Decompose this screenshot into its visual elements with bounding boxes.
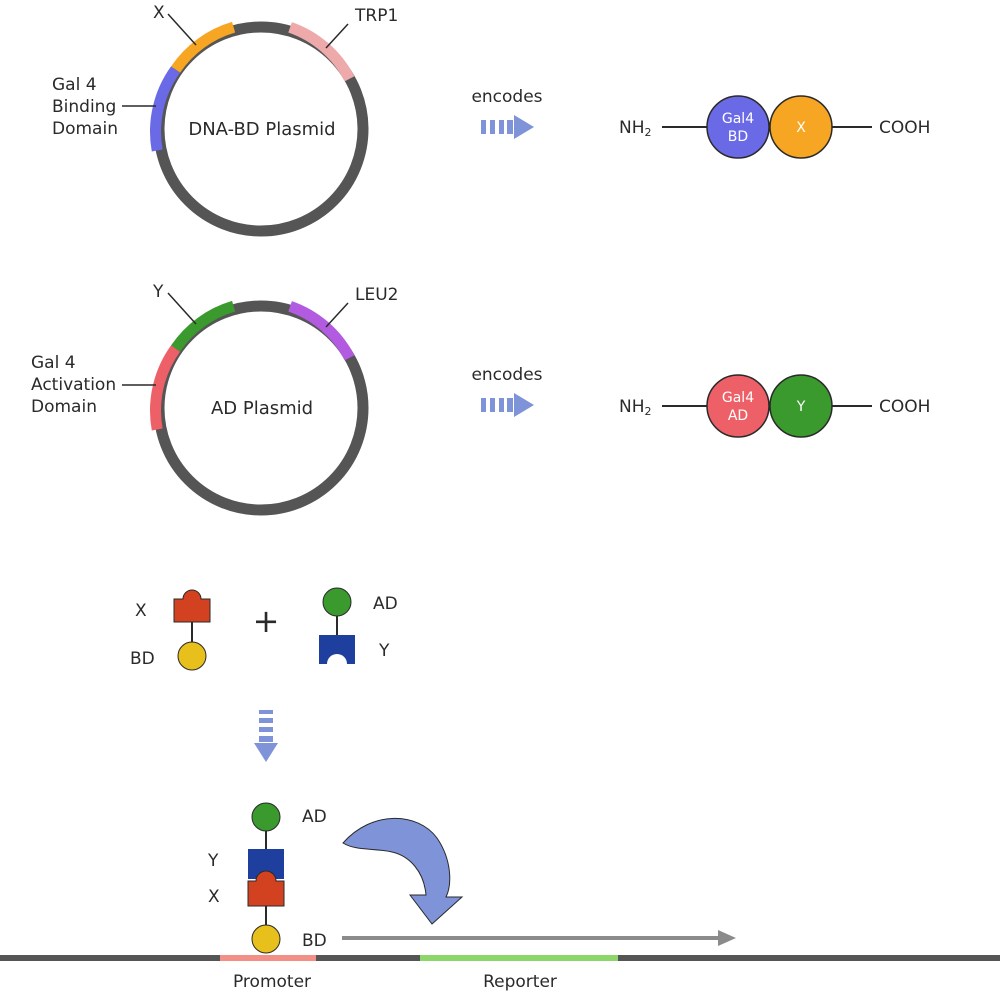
ad-circle <box>322 587 352 617</box>
plasmid2-ad-label-line1: Gal 4 <box>31 353 76 373</box>
plasmid1-x-label: X <box>153 3 165 23</box>
arrow-head <box>514 393 534 417</box>
x-domain <box>769 95 833 159</box>
protein1-c-terminus: COOH <box>879 118 930 138</box>
plasmid1-x-segment <box>171 21 236 73</box>
plasmid1-bd-label-line3: Domain <box>52 119 118 139</box>
complex-ad-label: AD <box>302 807 327 827</box>
complex-ad-circle <box>251 802 281 832</box>
encodes-arrow-2: encodes <box>471 365 543 417</box>
fusion-protein-bd-x: Gal4 BD X NH2 COOH <box>619 95 930 159</box>
gal4-bd-domain <box>706 95 770 159</box>
x-domain-text: X <box>796 120 806 136</box>
y-domain <box>769 374 833 438</box>
plasmid2-y-label: Y <box>152 282 164 302</box>
encodes-arrow-1: encodes <box>471 87 543 139</box>
plasmid1-trp1-segment <box>288 22 355 82</box>
promoter-segment <box>220 955 316 961</box>
transcription-arrow <box>342 930 736 946</box>
dash-3 <box>499 398 504 412</box>
reporter-segment <box>420 955 618 961</box>
plasmid1-bd-segment <box>150 66 181 152</box>
dna-bd-plasmid: X TRP1 Gal 4 Binding Domain DNA-BD Plasm… <box>52 3 398 237</box>
dash-2 <box>490 398 495 412</box>
dash-1 <box>259 710 273 714</box>
dash-1 <box>481 120 486 134</box>
activation-curved-arrow <box>342 817 464 925</box>
dash-4 <box>259 736 273 742</box>
complex-x-label: X <box>208 887 220 907</box>
ad-y-prey: AD Y <box>319 587 398 664</box>
plasmid2-ad-segment <box>150 345 181 431</box>
dash-4 <box>507 398 513 412</box>
dash-2 <box>490 120 495 134</box>
gal4-ad-domain <box>706 374 770 438</box>
plasmid1-x-leader <box>167 13 197 46</box>
plasmid2-y-leader <box>167 292 197 325</box>
plasmid2-name: AD Plasmid <box>211 398 313 419</box>
reporter-label: Reporter <box>483 972 557 992</box>
dash-2 <box>259 718 273 723</box>
plasmid2-y-segment <box>171 300 236 352</box>
bd-circle <box>177 641 207 671</box>
prey-y-label: Y <box>378 641 390 661</box>
bait-x-label: X <box>135 601 147 621</box>
bd-x-bait: X BD <box>130 589 211 671</box>
protein2-c-terminus: COOH <box>879 397 930 417</box>
dash-3 <box>499 120 504 134</box>
bait-bd-label: BD <box>130 649 155 669</box>
encodes-label-2: encodes <box>471 365 542 385</box>
dash-4 <box>507 120 513 134</box>
promoter-label: Promoter <box>233 972 311 992</box>
plasmid2-leu2-leader <box>325 302 349 328</box>
arrow-head <box>514 115 534 139</box>
y-domain-text: Y <box>796 399 806 415</box>
ad-plasmid: Y LEU2 Gal 4 Activation Domain AD Plasmi… <box>31 282 398 516</box>
two-hybrid-complex: AD Y X BD <box>207 802 327 954</box>
fusion-protein-ad-y: Gal4 AD Y NH2 COOH <box>619 374 930 438</box>
dash-3 <box>259 727 273 732</box>
x-protein-shape <box>173 589 211 623</box>
plasmid2-leu2-label: LEU2 <box>355 285 398 305</box>
dash-1 <box>481 398 486 412</box>
complex-x-shape <box>247 870 285 907</box>
plasmid1-bd-label-line2: Binding <box>52 97 116 117</box>
plasmid1-name: DNA-BD Plasmid <box>188 119 335 140</box>
gal4-ad-text-line2: AD <box>728 408 748 424</box>
down-arrow <box>254 710 278 762</box>
arrow-head <box>254 743 278 762</box>
complex-bd-label: BD <box>302 931 327 951</box>
plus-sign: + <box>253 602 280 640</box>
gal4-ad-text-line1: Gal4 <box>722 390 754 406</box>
prey-ad-label: AD <box>373 594 398 614</box>
protein2-n-terminus: NH2 <box>619 397 652 418</box>
plasmid1-trp1-label: TRP1 <box>354 6 398 26</box>
plasmid2-ad-label-line3: Domain <box>31 397 97 417</box>
y-protein-shape <box>319 635 355 664</box>
plasmid2-ad-label-line2: Activation <box>31 375 116 395</box>
plasmid2-leu2-segment <box>288 301 355 361</box>
gal4-bd-text-line2: BD <box>728 129 748 145</box>
dna-strand: Promoter Reporter <box>0 955 1000 992</box>
transcription-head <box>718 930 736 946</box>
plasmid1-trp1-leader <box>325 23 349 49</box>
plasmid1-bd-label-line1: Gal 4 <box>52 75 97 95</box>
complex-bd-circle <box>251 924 281 954</box>
complex-y-label: Y <box>207 851 219 871</box>
encodes-label-1: encodes <box>471 87 542 107</box>
gal4-bd-text-line1: Gal4 <box>722 111 754 127</box>
protein1-n-terminus: NH2 <box>619 118 652 139</box>
